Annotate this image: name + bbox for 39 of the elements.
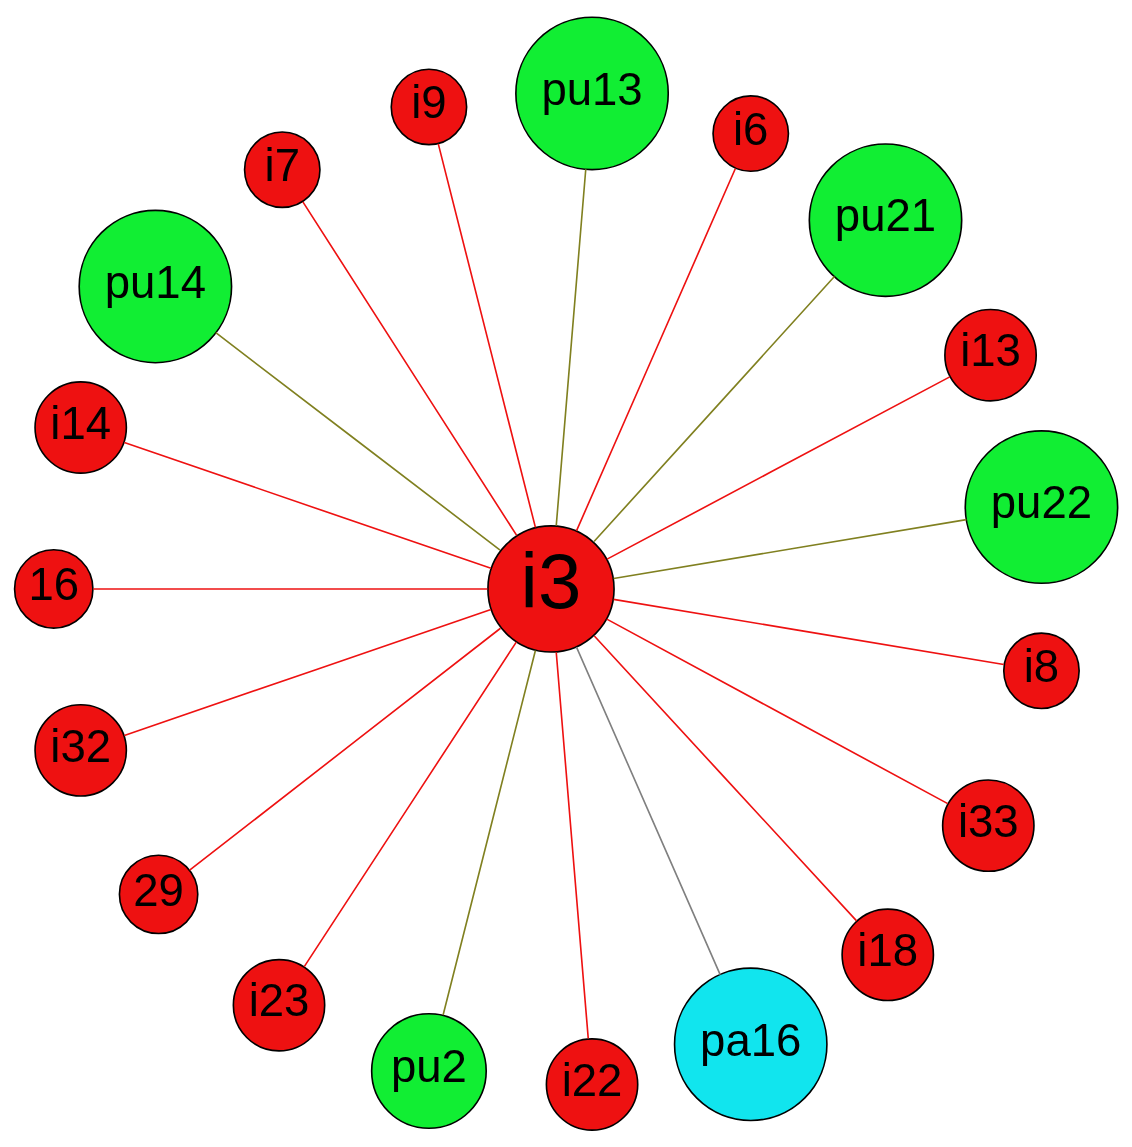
connector [92, 587, 489, 590]
connector [442, 649, 537, 1016]
node-circle: i9 [390, 67, 468, 145]
node-circle: i32 [34, 703, 128, 797]
connector [437, 142, 537, 528]
node-circle: i23 [232, 958, 326, 1052]
node-circle: 29 [118, 853, 199, 934]
node-circle: i14 [34, 380, 128, 474]
connector [575, 167, 737, 532]
connector [123, 608, 492, 736]
node-circle: pu13 [515, 15, 670, 170]
connector [612, 518, 968, 579]
connector [606, 617, 949, 804]
node-circle: i7 [243, 130, 321, 208]
connector [593, 634, 858, 922]
connector [606, 375, 951, 560]
node-circle: i22 [545, 1037, 639, 1131]
connector [215, 331, 501, 551]
node-circle: i13 [944, 308, 1037, 402]
node-circle: pu2 [370, 1012, 487, 1129]
connector [302, 200, 518, 536]
node-circle: i8 [1002, 631, 1080, 709]
node-circle: i18 [841, 907, 935, 1001]
connector [593, 275, 836, 542]
node-circle: pu22 [964, 429, 1119, 584]
connector [612, 598, 1005, 665]
connector [555, 650, 590, 1039]
connector [575, 645, 721, 975]
node-circle: pu21 [808, 142, 963, 297]
node-circle: i6 [712, 94, 790, 172]
connector [303, 640, 518, 967]
node-circle: i33 [941, 778, 1035, 872]
node-circle: 16 [13, 548, 94, 629]
connector [555, 167, 587, 526]
node-circle: pa16 [673, 966, 828, 1121]
node-circle: pu14 [78, 209, 233, 363]
connector [123, 441, 492, 569]
connector [188, 626, 502, 871]
node-circle: i3 [487, 524, 615, 653]
